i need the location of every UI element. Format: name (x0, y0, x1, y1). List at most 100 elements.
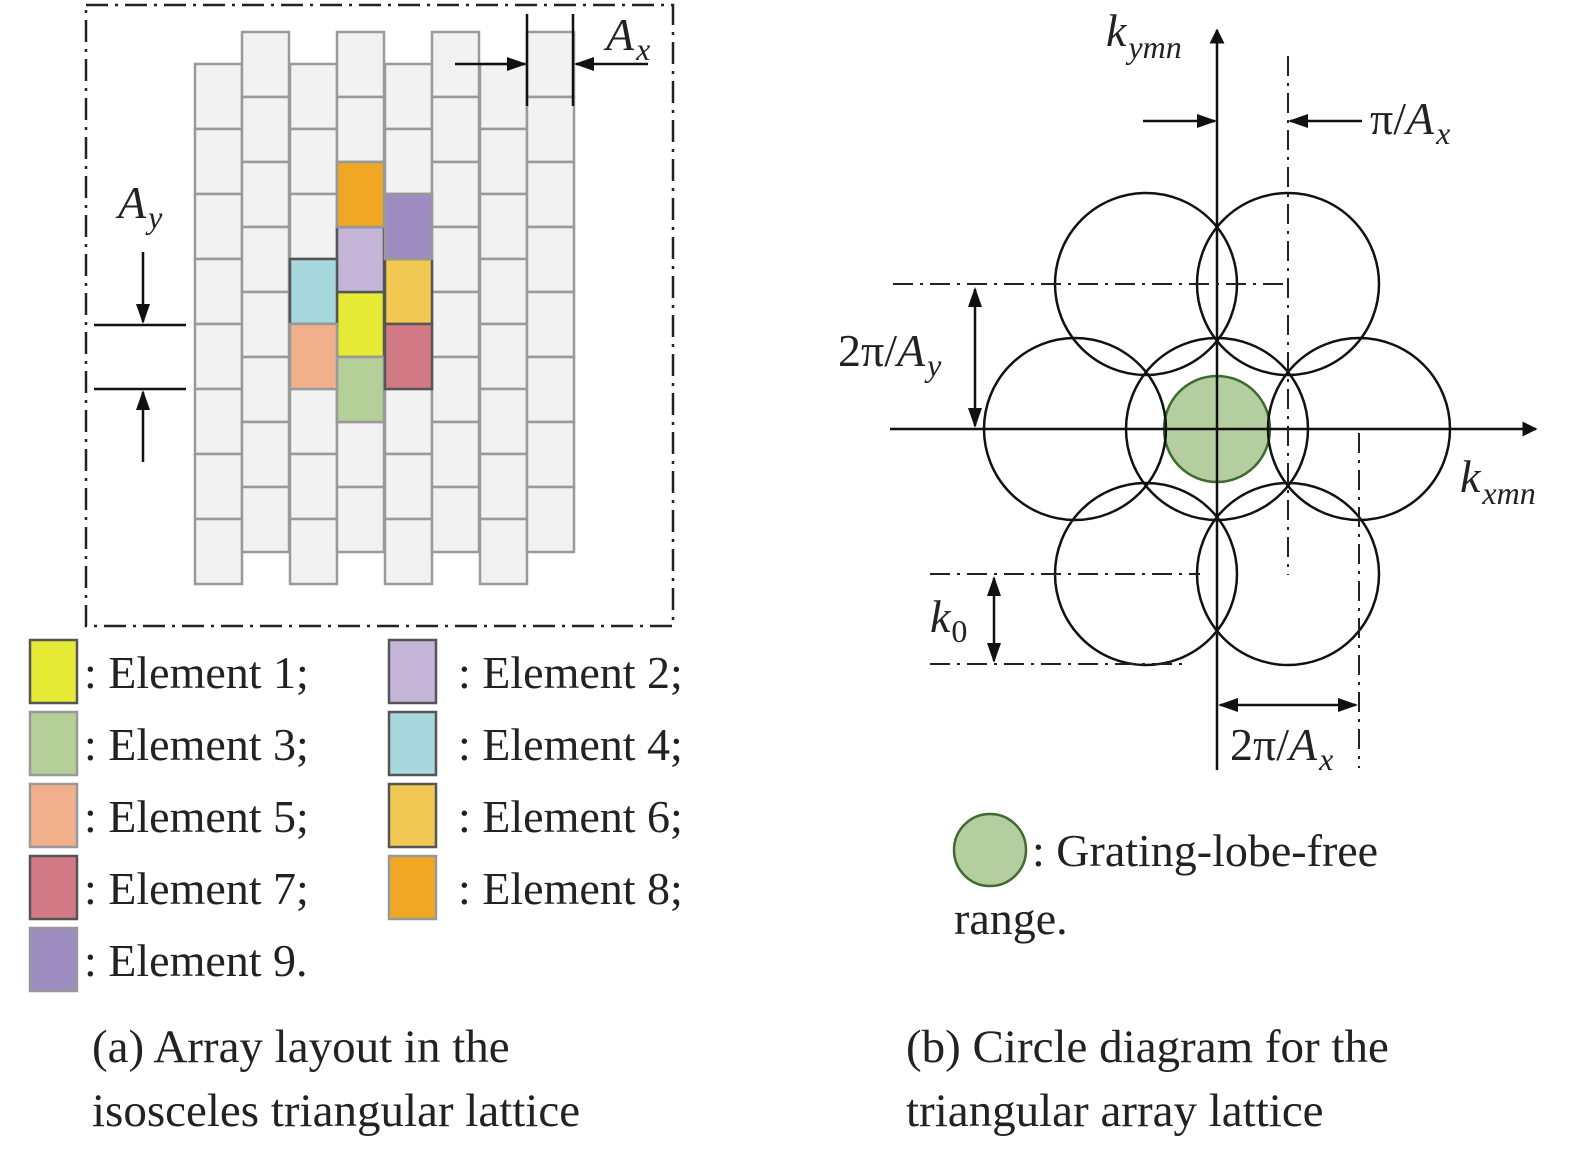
lattice-cell (525, 225, 576, 294)
lattice-cell (193, 322, 244, 391)
lattice-cell (193, 387, 244, 456)
lattice-cell (525, 485, 576, 554)
legend-swatch-6 (387, 782, 438, 849)
kx-axis-label: kxmn (1460, 451, 1536, 511)
lattice-cell (383, 387, 434, 456)
dim-two-pi-over-ax: 2π/Ax (1218, 698, 1358, 777)
two-pi-over-ax-label: 2π/Ax (1230, 719, 1333, 777)
caption-a-line1: (a) Array layout in the (92, 1021, 510, 1073)
lattice-cell (193, 452, 244, 521)
lattice-cell (383, 62, 434, 131)
lattice-cell (525, 95, 576, 164)
lattice-cell (478, 517, 529, 586)
element-cell-8 (335, 160, 386, 229)
lattice-cell (525, 30, 576, 99)
grating-legend-line1: : Grating-lobe-free (1032, 825, 1378, 876)
dim-ay: Ay (94, 177, 186, 462)
lattice-cell (240, 160, 291, 229)
ky-axis-label: kymn (1106, 5, 1182, 65)
lattice-cell (193, 257, 244, 326)
element-cell-3 (335, 355, 386, 424)
dim-ax: Ax (455, 9, 650, 106)
pi-over-ax-label: π/Ax (1370, 93, 1450, 151)
lattice-cell (288, 452, 339, 521)
two-pi-over-ay-label: 2π/Ay (838, 325, 942, 383)
element-cell-1 (335, 290, 386, 359)
lattice-cell (430, 160, 481, 229)
legend-label-8: : Element 8; (458, 863, 683, 914)
lattice-cell (335, 95, 386, 164)
legend-swatch-4 (387, 710, 438, 777)
lattice-cell (525, 420, 576, 489)
dim-two-pi-over-ay: 2π/Ay (838, 287, 982, 428)
panel-b: π/Ax 2π/Ay k0 2π/Ax kymn kxmn : Grating-… (838, 5, 1538, 1137)
legend-label-3: : Element 3; (84, 719, 309, 770)
lattice-cell (335, 485, 386, 554)
lattice-cell (240, 290, 291, 359)
element-legend: : Element 1;: Element 2;: Element 3;: El… (28, 638, 683, 993)
ax-label: Ax (603, 9, 650, 67)
lattice-cell (383, 127, 434, 196)
grating-legend-line2: range. (954, 893, 1068, 944)
lattice-cell (335, 420, 386, 489)
lattice-cell (478, 452, 529, 521)
lattice-cell (288, 62, 339, 131)
element-cell-9 (383, 192, 434, 261)
legend-swatch-2 (387, 638, 438, 705)
caption-a-line2: isosceles triangular lattice (92, 1085, 580, 1137)
lattice-cell (193, 192, 244, 261)
lattice-cell (288, 387, 339, 456)
element-cell-6 (383, 257, 434, 326)
k0-label: k0 (930, 591, 967, 649)
element-cell-2 (335, 225, 386, 294)
caption-b-line2: triangular array lattice (906, 1085, 1324, 1137)
legend-label-5: : Element 5; (84, 791, 309, 842)
lattice-cell (383, 517, 434, 586)
lattice-cell (430, 485, 481, 554)
lattice-cell (240, 485, 291, 554)
lattice-cell (240, 420, 291, 489)
legend-swatch-3 (28, 710, 79, 777)
lattice-cell (193, 62, 244, 131)
element-cell-4 (288, 257, 339, 326)
legend-label-6: : Element 6; (458, 791, 683, 842)
lattice-cell (430, 355, 481, 424)
lattice-cell (478, 192, 529, 261)
lattice-cell (525, 290, 576, 359)
array-boundary (84, 3, 675, 628)
legend-swatch-7 (28, 854, 79, 921)
lattice-cell (335, 30, 386, 99)
lattice-cell (383, 452, 434, 521)
legend-swatch-1 (28, 638, 79, 705)
lattice-cell (478, 127, 529, 196)
element-cell-5 (288, 322, 339, 391)
legend-label-9: : Element 9. (84, 935, 308, 986)
legend-label-1: : Element 1; (84, 647, 309, 698)
caption-b-line1: (b) Circle diagram for the (906, 1021, 1389, 1073)
lattice-cell (240, 355, 291, 424)
legend-swatch-5 (28, 782, 79, 849)
legend-swatch-8 (387, 854, 438, 921)
lattice-cell (288, 517, 339, 586)
ay-label: Ay (115, 177, 163, 235)
lattice-cell (478, 322, 529, 391)
lattice-cell (430, 225, 481, 294)
lattice-cell (525, 355, 576, 424)
grating-legend-swatch (952, 812, 1028, 888)
lattice-cell (288, 127, 339, 196)
panel-a: Ax Ay : Element 1;: Element 2;: Element … (28, 3, 683, 1137)
lattice-cell (240, 225, 291, 294)
lattice-cell (240, 95, 291, 164)
lattice-cell (193, 517, 244, 586)
legend-label-7: : Element 7; (84, 863, 309, 914)
lattice-cell (430, 95, 481, 164)
lattice-cell (525, 160, 576, 229)
element-cell-7 (383, 322, 434, 391)
legend-swatch-9 (28, 926, 79, 993)
lattice-cell (240, 30, 291, 99)
lattice-cell (430, 290, 481, 359)
guide-lines (893, 56, 1360, 768)
lattice-cell (478, 387, 529, 456)
element-cells (288, 160, 434, 424)
